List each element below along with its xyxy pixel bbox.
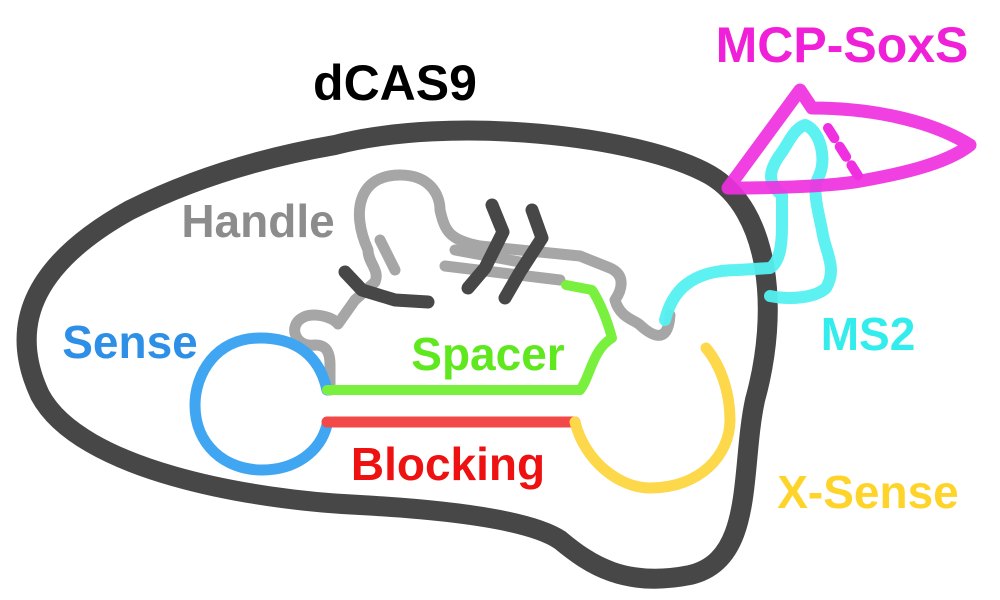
dcas9-contact-c xyxy=(498,203,549,305)
ms2-hairpin xyxy=(659,119,837,326)
label-blocking: Blocking xyxy=(351,438,545,490)
label-dcas9: dCAS9 xyxy=(313,55,477,111)
label-mcp-soxs: MCP-SoxS xyxy=(716,17,969,73)
mcp-soxs-dashed-link xyxy=(823,123,867,187)
label-ms2: MS2 xyxy=(821,308,916,360)
label-x-sense: X-Sense xyxy=(777,466,959,518)
dcas9-contact-a xyxy=(338,265,435,309)
label-handle: Handle xyxy=(181,195,334,247)
sense-loop xyxy=(189,332,333,476)
x-sense-loop xyxy=(569,342,736,494)
handle-strand xyxy=(289,169,676,396)
dcas9-contact-b xyxy=(461,198,510,295)
spacer-strand xyxy=(322,280,617,395)
mcp-soxs-shape xyxy=(721,83,977,195)
label-sense: Sense xyxy=(62,316,198,368)
label-spacer: Spacer xyxy=(411,328,565,380)
